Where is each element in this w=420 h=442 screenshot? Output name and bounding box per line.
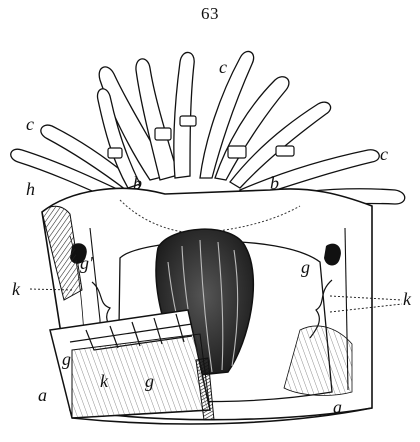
label-c-right: c [380,145,388,163]
tentacles [11,51,405,210]
label-b-right: b [270,174,279,192]
tentacle [174,52,194,178]
label-g-front: g [145,372,154,390]
label-g-left: g [62,350,71,368]
label-a-left: a [38,386,47,404]
body-block [42,188,372,424]
label-h: h [26,180,35,198]
label-c-left: c [26,115,34,133]
label-k-front: k [100,372,108,390]
label-g-right: g [301,258,310,276]
label-b-left: b [133,174,142,192]
label-a-right: a [333,398,342,416]
label-k-left: k [12,280,20,298]
label-k-right: k [403,290,411,308]
label-c-top: c [219,58,227,76]
label-g-prime: g' [80,254,93,272]
